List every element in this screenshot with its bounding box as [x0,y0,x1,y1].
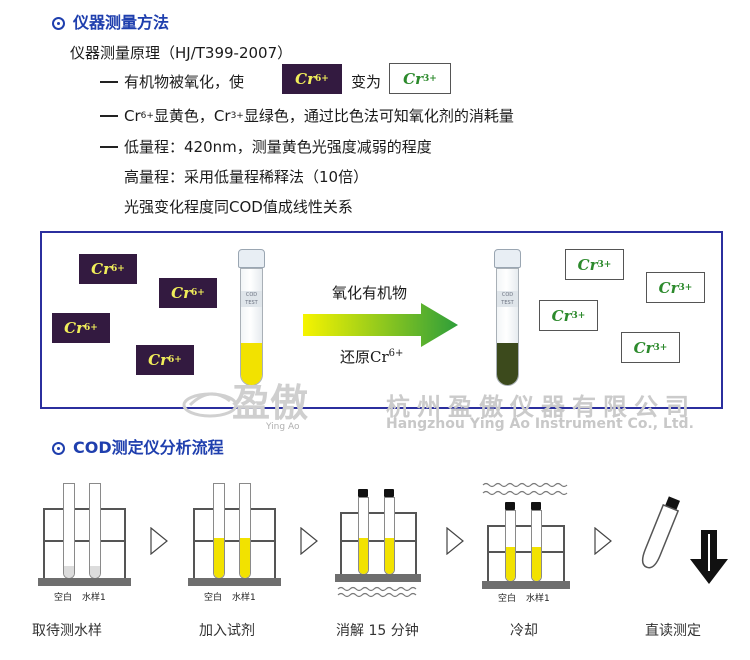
tilted-tube-icon [641,496,680,569]
rack-frame [193,508,195,578]
heat-waves-icon [337,586,417,598]
rack-frame [340,512,342,574]
rack-frame [43,508,45,578]
section-title-process: COD测定仪分析流程 [52,434,224,458]
step-label: 加入试剂 [199,623,255,639]
step-arrow-icon [446,527,464,555]
watermark-company-cn: 杭州盈傲仪器有限公司 [386,393,696,421]
tube-blank [213,483,225,579]
watermark-logo-text: 盈傲 [232,381,309,425]
vial-label: COD TEST [497,291,518,307]
rack-frame [193,508,275,510]
rack-base [482,581,570,589]
rack-frame [124,508,126,578]
vial-cap [494,249,521,268]
principle-line: 仪器测量原理（HJ/T399-2007） [70,44,293,62]
arrow-label-oxidize: 氧化有机物 [332,284,408,302]
oxidation-line: 有机物被氧化，使 [100,71,244,92]
dash-icon [100,114,118,117]
step-label: 消解 15 分钟 [336,623,419,639]
tube-cap [384,489,394,497]
watermark-logo-icon [182,392,238,418]
tube-cap [358,489,368,497]
rack-frame [340,512,416,514]
vial-cap [238,249,265,268]
green-liquid [497,343,518,385]
high-range-line: 高量程：采用低量程稀释法（10倍） [124,168,369,186]
low-range-line: 低量程：420nm，测量黄色光强度减弱的程度 [100,136,432,157]
arrow-label-reduce: 还原Cr6+ [340,348,404,366]
tube-sample [531,510,542,582]
section-title-measure-method: 仪器测量方法 [52,9,169,33]
rack-base [188,578,281,586]
down-arrow-icon [690,530,728,584]
step-label: 取待测水样 [32,623,102,639]
vial-label: COD TEST [241,291,262,307]
rack-label-sample: 水样1 [526,594,550,604]
rack-frame [43,508,125,510]
tube-sample [384,497,395,575]
reaction-arrow-icon [303,303,458,347]
rack-label-blank: 空白 [498,594,517,604]
step-arrow-icon [150,527,168,555]
tube-blank [358,497,369,575]
watermark-company-en: Hangzhou Ying Ao Instrument Co., Ltd. [386,416,694,432]
step-label: 冷却 [510,623,538,639]
rack-frame [415,512,417,574]
step-arrow-icon [300,527,318,555]
linear-relation-line: 光强变化程度同COD值成线性关系 [124,198,353,216]
step-arrow-icon [594,527,612,555]
tube-cap [505,502,515,510]
yellow-liquid [241,343,262,385]
rack-frame [563,525,565,581]
rack-base [38,578,131,586]
tube-blank [63,483,75,579]
dash-icon [100,80,118,83]
bullet-circle-icon [52,442,65,455]
tube-cap [531,502,541,510]
vial-yellow: COD TEST [240,268,263,386]
dash-icon [100,145,118,148]
becomes-text: 变为 [351,73,382,91]
rack-base [335,574,421,582]
rack-frame [274,508,276,578]
rack-frame [487,525,489,581]
tube-sample [239,483,251,579]
tube-sample [89,483,101,579]
rack-frame [340,540,416,542]
vial-green: COD TEST [496,268,519,386]
rack-frame [487,525,564,527]
rack-label-sample: 水样1 [82,593,106,603]
watermark-logo-sub: Ying Ao [266,422,300,432]
rack-frame [193,540,275,542]
step-label: 直读测定 [645,623,701,639]
tube-blank [505,510,516,582]
rack-label-sample: 水样1 [232,593,256,603]
rack-frame [487,551,564,553]
steam-icon [482,482,568,496]
rack-label-blank: 空白 [204,593,223,603]
bullet-circle-icon [52,17,65,30]
rack-frame [43,540,125,542]
rack-label-blank: 空白 [54,593,73,603]
